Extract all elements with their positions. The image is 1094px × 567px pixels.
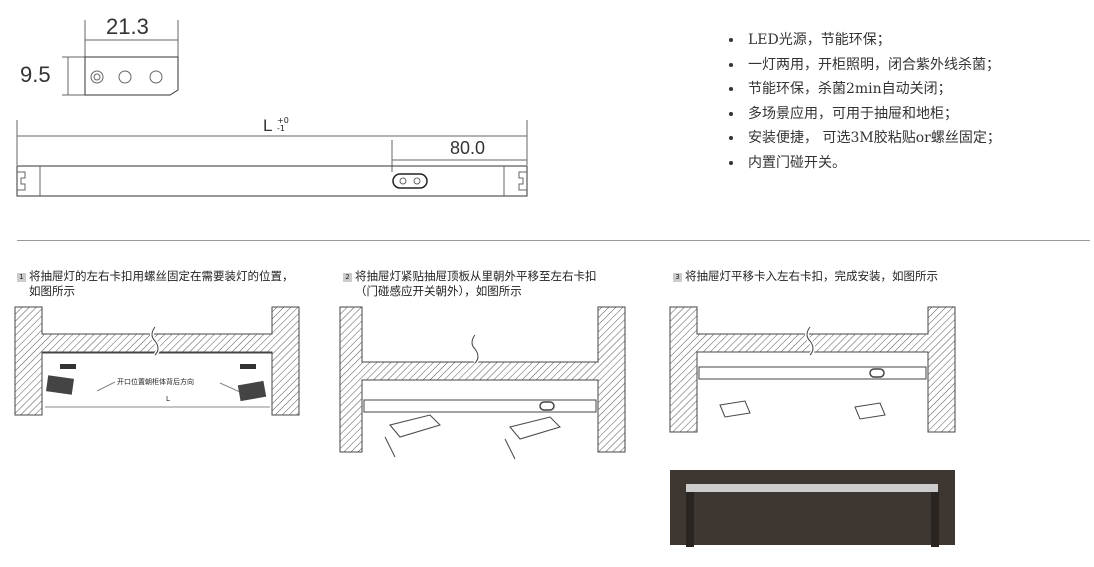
step-3-diagram [669, 306, 956, 433]
installed-photo [670, 470, 955, 547]
feature-item: 节能环保，杀菌2min自动关闭； [744, 77, 1001, 102]
length-tolerance: +0-1 [277, 116, 289, 133]
step-1-diagram [14, 306, 300, 416]
step-2-diagram [339, 306, 626, 460]
section-divider [17, 240, 1090, 241]
switch-offset-dimension: 80.0 [450, 138, 486, 158]
feature-item: LED光源，节能环保； [744, 28, 1001, 53]
clip-orientation-note: 开口位置朝柜体背后方向 [117, 378, 194, 386]
installed-light-bar [686, 484, 938, 492]
feature-item: 安装便捷， 可选3M胶粘贴or螺丝固定； [744, 126, 1001, 151]
height-dimension: 9.5 [20, 62, 51, 87]
feature-item: 内置门碰开关。 [744, 151, 1001, 176]
step-1-length-label: L [166, 395, 170, 403]
feature-item: 多场景应用，可用于抽屉和地柜； [744, 102, 1001, 127]
feature-item: 一灯两用，开柜照明，闭合紫外线杀菌； [744, 53, 1001, 78]
length-dimension: L [263, 116, 273, 135]
width-dimension: 21.3 [106, 14, 149, 39]
feature-list: LED光源，节能环保； 一灯两用，开柜照明，闭合紫外线杀菌； 节能环保，杀菌2m… [722, 28, 1001, 175]
